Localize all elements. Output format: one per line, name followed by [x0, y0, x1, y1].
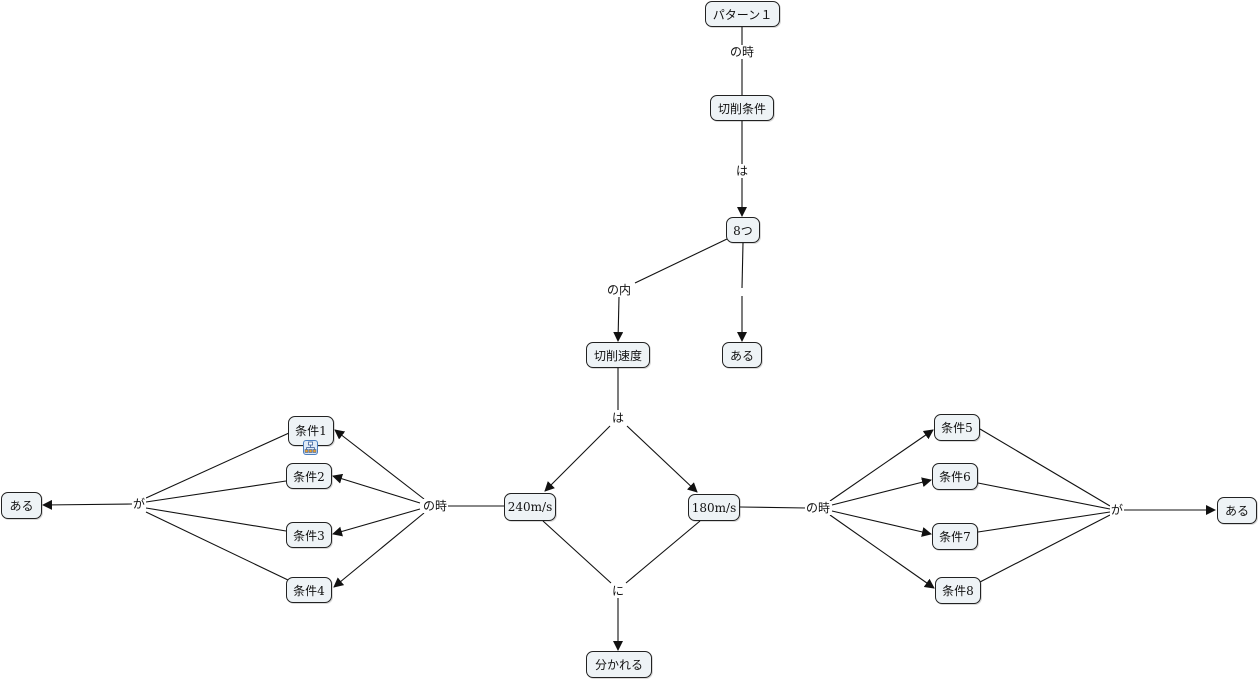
edge-notoki-cond5	[829, 429, 934, 502]
edge-wa-180	[626, 425, 698, 493]
edge-notoki-cond3	[332, 508, 421, 537]
edge-notoki-cond1	[334, 429, 425, 500]
hierarchy-icon[interactable]	[303, 440, 318, 455]
node-cutting-speed[interactable]: 切削速度	[586, 342, 650, 368]
link-label-no-toki-right[interactable]: の時	[804, 501, 832, 515]
node-cond8[interactable]: 条件8	[935, 577, 981, 604]
node-aru-top[interactable]: ある	[722, 342, 762, 368]
edge-notoki-cond4	[333, 512, 425, 588]
edge-180-ni	[625, 520, 701, 584]
edge-cond7-ga	[977, 511, 1111, 533]
link-label-ga-right[interactable]: が	[1109, 503, 1125, 517]
edge-notoki-cond2	[332, 473, 421, 504]
node-divided[interactable]: 分かれる	[586, 651, 652, 678]
node-cond4[interactable]: 条件4	[286, 577, 332, 603]
edge-cond1-ga	[145, 432, 290, 499]
edge-eight-nouchi	[634, 238, 728, 284]
link-label-no-toki-top[interactable]: の時	[728, 45, 756, 59]
node-pattern1[interactable]: パターン１	[705, 1, 780, 27]
edge-cond8-ga	[979, 514, 1111, 583]
edge-240-ni	[542, 520, 612, 584]
edge-cond5-ga	[979, 428, 1111, 507]
node-aru-left[interactable]: ある	[1, 492, 42, 519]
node-eight[interactable]: 8つ	[726, 217, 760, 243]
edge-nouchi-speed	[613, 296, 624, 342]
link-label-ga-left[interactable]: が	[131, 497, 147, 511]
edge-cond3-ga	[145, 507, 287, 532]
node-cutting-conditions[interactable]: 切削条件	[710, 95, 774, 121]
node-cond3[interactable]: 条件3	[286, 522, 332, 548]
node-speed-240[interactable]: 240m/s	[504, 493, 556, 521]
edge-notoki-cond7	[831, 510, 932, 537]
edge-cond2-ga	[145, 480, 287, 503]
node-cond2[interactable]: 条件2	[286, 463, 332, 489]
edge-wa-240	[544, 425, 611, 492]
edge-cond4-ga	[145, 511, 289, 581]
node-speed-180[interactable]: 180m/s	[688, 494, 740, 521]
node-cond6[interactable]: 条件6	[932, 463, 978, 490]
edge-notoki-cond8	[829, 514, 935, 589]
edge-eight-aru	[741, 242, 744, 289]
edge-ga-aru-left	[42, 499, 133, 510]
link-label-wa-top[interactable]: は	[734, 164, 750, 178]
link-label-no-uchi[interactable]: の内	[605, 283, 633, 297]
node-aru-right[interactable]: ある	[1217, 497, 1257, 524]
node-cond5[interactable]: 条件5	[934, 414, 980, 441]
node-cond7[interactable]: 条件7	[932, 523, 978, 550]
edge-notoki-cond6	[831, 477, 932, 506]
edge-cond6-ga	[977, 482, 1111, 510]
edge-180-notoki	[739, 506, 807, 509]
link-label-wa-mid[interactable]: は	[610, 411, 626, 425]
link-label-no-toki-left[interactable]: の時	[421, 499, 449, 513]
link-label-ni[interactable]: に	[610, 584, 626, 598]
